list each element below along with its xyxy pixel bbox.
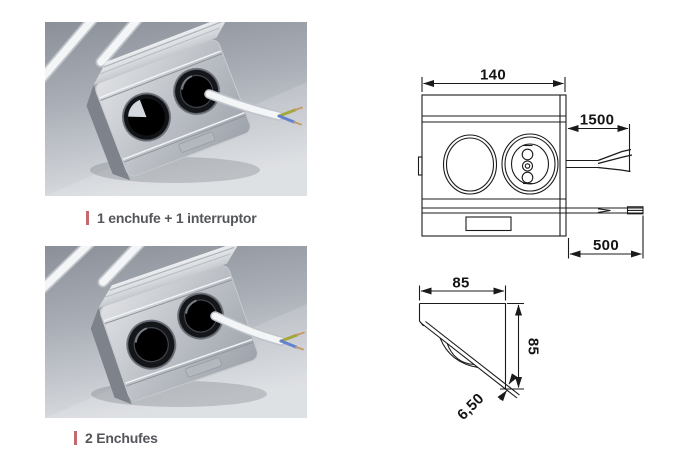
dim-cable-short-label: 500 xyxy=(593,237,619,254)
caption-accent-bar xyxy=(74,431,77,445)
dim-cable-500: 500 xyxy=(567,215,644,259)
socket-round-left xyxy=(126,319,177,370)
socket-round xyxy=(173,67,221,115)
dim-width-140: 140 xyxy=(421,67,566,92)
product-photo-2-illustration xyxy=(45,246,307,418)
supply-cable xyxy=(45,22,143,84)
product-photo-1 xyxy=(45,22,307,196)
dim-width-label: 140 xyxy=(480,67,506,84)
dim-cable-1500: 1500 xyxy=(567,112,631,172)
label-plate xyxy=(465,216,512,232)
product-caption-2: 2 Enchufes xyxy=(74,430,158,446)
mounting-tab xyxy=(417,156,423,176)
socket-box xyxy=(90,246,258,405)
dim-cable-long-label: 1500 xyxy=(580,112,615,129)
socket-front xyxy=(501,133,559,195)
caption-1-text: 1 enchufe + 1 interruptor xyxy=(97,210,257,226)
dim-thickness-label: 6,50 xyxy=(454,390,488,424)
product-photo-1-illustration xyxy=(45,22,307,196)
dim-side-width-85: 85 xyxy=(418,275,507,301)
front-body-outline xyxy=(417,94,567,237)
front-view-drawing: 140 xyxy=(417,67,644,259)
side-profile xyxy=(418,302,520,399)
product-caption-1: 1 enchufe + 1 interruptor xyxy=(86,210,257,226)
dim-side-width-label: 85 xyxy=(452,275,469,292)
switch-round xyxy=(122,92,172,142)
side-view-drawing: 85 85 6,50 xyxy=(418,275,542,424)
caption-accent-bar xyxy=(86,211,89,225)
cable-stripped-end xyxy=(566,148,633,173)
output-cable xyxy=(204,89,303,126)
socket-box xyxy=(86,22,251,181)
socket-round-right xyxy=(177,292,225,340)
switch-front xyxy=(442,134,498,195)
cable-connector-end xyxy=(422,206,644,215)
caption-2-text: 2 Enchufes xyxy=(85,430,158,446)
supply-cable xyxy=(45,246,145,294)
output-cable xyxy=(210,311,305,351)
dim-side-height-label: 85 xyxy=(525,338,542,355)
product-photo-2 xyxy=(45,246,307,418)
dim-side-height-85: 85 xyxy=(500,302,542,390)
socket-dome-profile xyxy=(439,337,479,369)
